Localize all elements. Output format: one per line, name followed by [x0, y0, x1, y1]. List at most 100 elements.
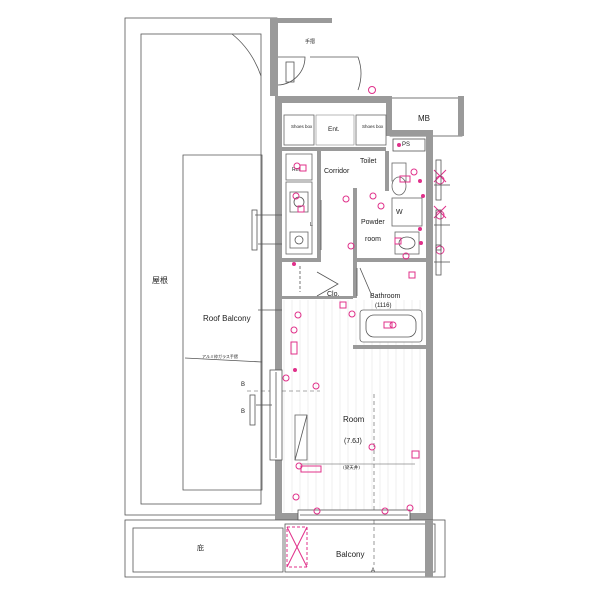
mb-label: MB	[418, 114, 430, 123]
balcony-label: Balcony	[336, 550, 364, 559]
room-size-label: (7.6J)	[344, 438, 362, 445]
tv-unit-diagonal	[294, 414, 308, 461]
switch-icon	[292, 262, 296, 266]
switch-icon	[419, 241, 423, 245]
wall	[282, 147, 386, 151]
powder-label-2: room	[365, 236, 381, 243]
powder-label-1: Powder	[361, 219, 385, 226]
door-arc	[277, 56, 306, 86]
light-icon	[294, 311, 302, 319]
corridor-label: Corridor	[324, 168, 350, 175]
switch-icon	[418, 179, 422, 183]
side-note	[249, 394, 256, 426]
shoes-right-label: Shoes box	[362, 124, 384, 129]
light-icon	[292, 192, 300, 200]
outlet-icon	[410, 168, 418, 176]
glass-railing-leader	[184, 357, 263, 363]
balcony-floor	[284, 523, 436, 573]
wall	[386, 96, 392, 136]
outlet-icon	[297, 205, 305, 213]
wall	[270, 18, 278, 96]
wall-right-top	[386, 130, 433, 136]
wall	[353, 345, 426, 349]
side-note	[251, 209, 258, 251]
bathroom-size-label: (1116)	[375, 303, 391, 309]
balcony-outline	[124, 519, 446, 578]
light-icon	[347, 242, 355, 250]
section-a-label: A	[371, 568, 375, 574]
entrance-label: Ent.	[328, 126, 340, 133]
side-note	[435, 244, 442, 276]
section-b-top: B	[241, 382, 245, 388]
intercom-icon	[368, 86, 376, 94]
side-note	[435, 209, 442, 251]
wall	[282, 258, 321, 262]
glass-railing-label: アルミ枠ガラス手摺	[202, 353, 238, 359]
wall	[317, 151, 321, 261]
light-icon	[368, 443, 376, 451]
outlet-icon	[299, 164, 307, 172]
outlet-icon	[408, 271, 416, 279]
wall	[458, 96, 464, 136]
shoes-box-left	[283, 114, 315, 146]
section-b-bottom: B	[241, 409, 245, 415]
ps-label: PS	[402, 142, 410, 148]
closet-door	[316, 271, 339, 297]
roof-balcony-label: Roof Balcony	[203, 314, 251, 323]
panel-icon	[399, 175, 411, 183]
roof-corner	[231, 33, 262, 77]
wall	[425, 520, 433, 577]
toilet-bowl	[391, 176, 407, 196]
light-icon	[402, 252, 410, 260]
sink-drain	[294, 235, 304, 245]
bathtub-inner	[365, 314, 417, 338]
light-icon	[292, 493, 300, 501]
door-arc	[310, 56, 362, 91]
wall-right	[426, 136, 433, 520]
washer-label: W	[396, 209, 403, 216]
light-icon	[312, 382, 320, 390]
light-icon	[377, 202, 385, 210]
side-note	[435, 159, 442, 201]
switch-icon	[397, 143, 401, 147]
entrance-area	[315, 114, 355, 146]
bathroom-label: Bathroom	[370, 293, 401, 300]
vent-icon	[435, 175, 445, 185]
switch-icon	[421, 194, 425, 198]
handrail-label: 手摺	[305, 38, 315, 45]
outlet-icon	[394, 237, 402, 245]
beam-label: (梁天井)	[343, 464, 360, 471]
ac-unit-cross	[286, 526, 308, 568]
wall	[353, 258, 426, 262]
light-icon	[406, 504, 414, 512]
light-icon	[381, 507, 389, 515]
bathtub	[359, 309, 423, 343]
roof-balcony-inner	[140, 33, 262, 505]
washer-space	[391, 197, 423, 227]
balcony-kanji-label: 庇	[197, 543, 204, 552]
light-icon	[369, 192, 377, 200]
closet-label: Clo.	[327, 291, 340, 298]
toilet-label: Toilet	[360, 158, 376, 165]
light-icon	[282, 374, 290, 382]
light-icon	[389, 321, 397, 329]
outlet-icon	[339, 301, 347, 309]
roof-railing	[182, 154, 263, 491]
roof-kanji-label: 屋根	[152, 275, 168, 285]
ac-icon	[300, 465, 322, 473]
panel-icon	[290, 341, 298, 355]
shoes-left-label: Shoes box	[291, 124, 313, 129]
l-label: L	[310, 222, 313, 228]
roof-balcony-outline	[124, 17, 278, 516]
wall	[282, 296, 353, 299]
switch-icon	[293, 368, 297, 372]
ref-label: Ref	[292, 167, 300, 173]
wall	[385, 151, 389, 191]
ps-box	[392, 138, 426, 152]
outlet-icon	[411, 450, 420, 459]
ref-space	[285, 153, 313, 181]
light-icon	[313, 507, 321, 515]
balcony-inner	[132, 527, 284, 573]
room-label: Room	[343, 415, 365, 424]
